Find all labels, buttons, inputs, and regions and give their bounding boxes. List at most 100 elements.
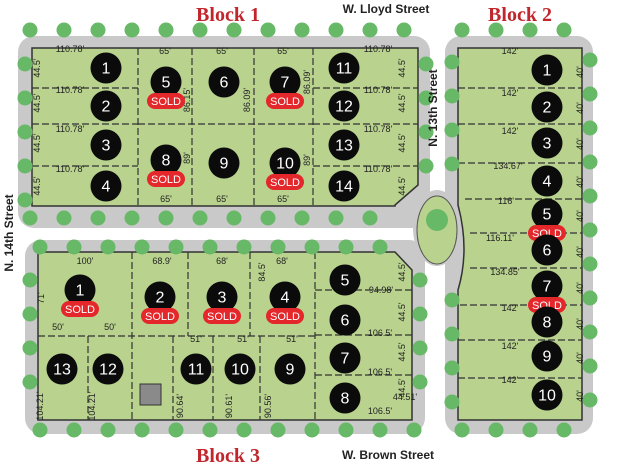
block1-lot-9[interactable]: 9 [208,147,240,179]
block1-lot-11[interactable]: 11 [328,52,360,84]
sold-badge [147,93,185,109]
lot-number: 3 [218,290,227,307]
block2-lot-2[interactable]: 2 [531,91,563,123]
block1-lot-2[interactable]: 2 [90,90,122,122]
block2-lot-8[interactable]: 8 [531,306,563,338]
block1-lot-1[interactable]: 1 [90,52,122,84]
lot-marker [150,66,182,98]
block1-dimension: 65' [159,46,171,56]
block2-dimension: 40' [575,246,585,258]
sold-badge [528,225,566,241]
tree [202,239,218,255]
tree [270,239,286,255]
block1-lot-6[interactable]: 6 [208,66,240,98]
block3-lot-13[interactable]: 13 [46,353,78,385]
lot-marker [328,52,360,84]
block3-dimension: 106.5' [368,367,393,377]
tree [338,422,354,438]
block3-dimension: 51' [286,334,298,344]
block3-dimension: 90.61' [224,394,234,419]
tree [362,22,378,38]
block1-lot-12[interactable]: 12 [328,90,360,122]
block2-title: Block 2 [488,4,552,26]
lot-number: 9 [286,362,295,379]
sold-badge [61,301,99,317]
block1-dimension: 44.5' [397,93,407,113]
block3-dimension: 50' [52,322,64,332]
tree [582,358,598,374]
tree [17,192,33,208]
tree [66,422,82,438]
block1-lot-13[interactable]: 13 [328,129,360,161]
block2-lot-4[interactable]: 4 [531,165,563,197]
tree [56,210,72,226]
sold-label: SOLD [151,96,181,108]
block2-dimension: 142' [502,375,519,385]
sold-badge [147,171,185,187]
tree [260,210,276,226]
block3-lot-11[interactable]: 11 [180,353,212,385]
tree [260,22,276,38]
tree [304,422,320,438]
lot-marker [531,379,563,411]
tree [488,422,504,438]
block1-dimension: 65' [277,194,289,204]
block3-lot-5[interactable]: 5 [329,264,361,296]
tree [444,326,460,342]
sold-label: SOLD [145,311,175,323]
lot-marker [269,66,301,98]
block2-lot-10[interactable]: 10 [531,379,563,411]
block3-dimension: 90.56' [263,394,273,419]
block2-lot-9[interactable]: 9 [531,340,563,372]
lot-number: 8 [543,315,552,332]
lot-number: 14 [335,179,353,196]
tree [124,210,140,226]
block1-dimension: 110.78' [364,44,393,54]
block2-lot-6[interactable]: 6 [531,234,563,266]
block1-lot-4[interactable]: 4 [90,170,122,202]
lot-number: 7 [281,75,290,92]
block2-dimension: 142' [502,88,519,98]
block3-lot-6[interactable]: 6 [329,304,361,336]
tree [236,239,252,255]
block3-lot-9[interactable]: 9 [274,353,306,385]
block1-dimension: 65' [216,194,228,204]
tree [304,239,320,255]
lot-marker [531,306,563,338]
block3-dimension: 90.64' [175,394,185,419]
block3-lot-7[interactable]: 7 [329,342,361,374]
lot-marker [208,66,240,98]
block1-lot-14[interactable]: 14 [328,170,360,202]
block1-dimension: 44.5' [397,133,407,153]
block2-dimension: 142' [502,303,519,313]
lot-marker [46,353,78,385]
lot-number: 5 [341,273,350,290]
tree [444,54,460,70]
block2-dimension: 40' [575,138,585,150]
lot-number: 7 [341,351,350,368]
tree [418,124,434,140]
block1-lot-3[interactable]: 3 [90,129,122,161]
block3-lot-8[interactable]: 8 [329,382,361,414]
lot-marker [329,304,361,336]
lot-marker [328,129,360,161]
lot-number: 7 [543,279,552,296]
block2-lot-1[interactable]: 1 [531,54,563,86]
block2-lot-3[interactable]: 3 [531,127,563,159]
tree [328,22,344,38]
block3-lot-12[interactable]: 12 [92,353,124,385]
tree [454,22,470,38]
block3-lot-10[interactable]: 10 [224,353,256,385]
lot-number: 9 [543,349,552,366]
block1-dimension: 110.78' [56,164,85,174]
